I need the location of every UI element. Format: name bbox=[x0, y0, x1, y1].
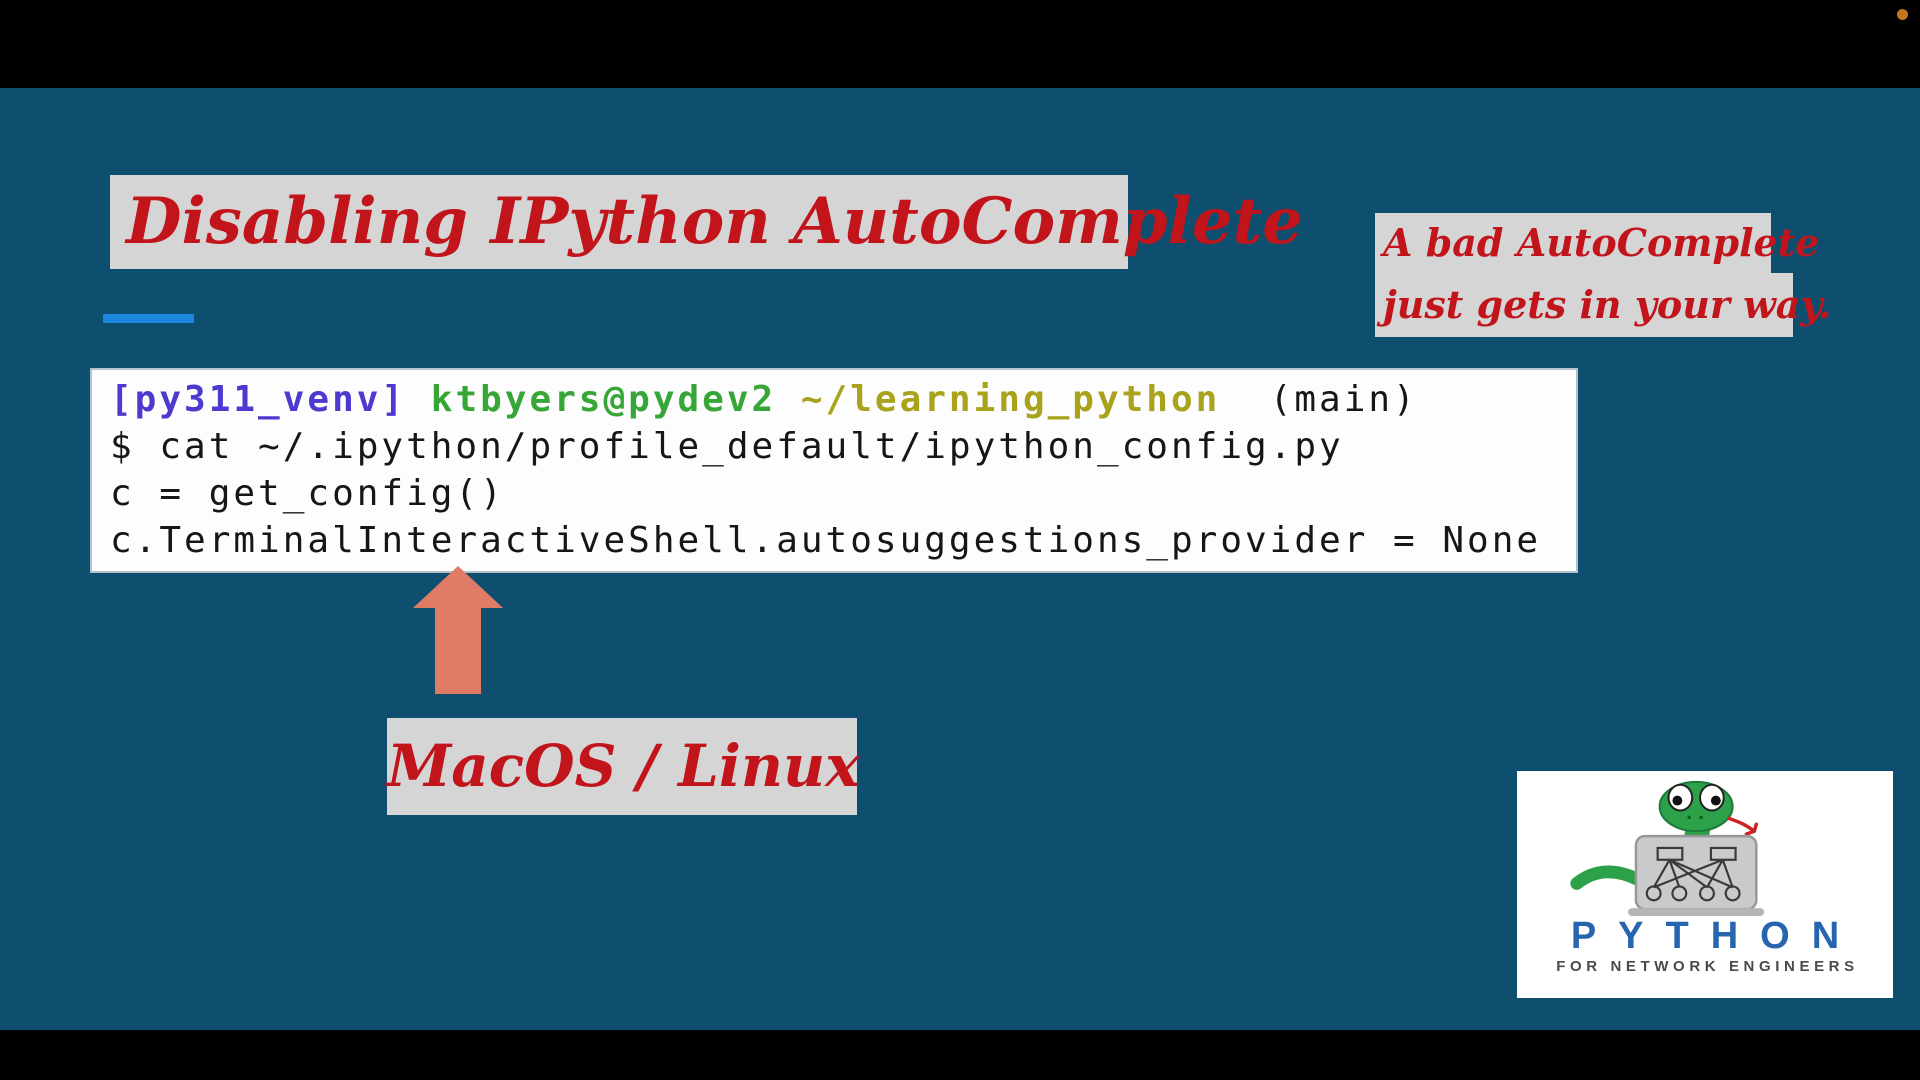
title-underline-dash bbox=[103, 314, 194, 323]
slide-title: Disabling IPython AutoComplete bbox=[126, 184, 1303, 259]
prompt-cwd: ~/learning_python bbox=[800, 379, 1221, 420]
python-snake-with-laptop-icon bbox=[1570, 780, 1765, 917]
platform-label-highlight: MacOS / Linux bbox=[387, 718, 860, 815]
platform-label: MacOS / Linux bbox=[387, 732, 860, 800]
side-note: A bad AutoComplete just gets in your way… bbox=[1375, 213, 1831, 337]
prompt-venv: [py311_venv] bbox=[110, 379, 431, 420]
logo-wordmark: PYTHON bbox=[1570, 915, 1862, 957]
terminal-snippet: [py311_venv] ktbyers@pydev2 ~/learning_p… bbox=[90, 368, 1578, 573]
terminal-output-line: c = get_config() bbox=[110, 473, 505, 514]
terminal-command-line: $ cat ~/.ipython/profile_default/ipython… bbox=[110, 426, 1344, 467]
brand-logo: PYTHON FOR NETWORK ENGINEERS bbox=[1517, 771, 1893, 998]
up-arrow-icon bbox=[413, 566, 503, 694]
prompt-git-branch: (main) bbox=[1220, 379, 1418, 420]
recording-indicator-icon bbox=[1897, 9, 1908, 20]
terminal-output-line: c.TerminalInteractiveShell.autosuggestio… bbox=[110, 520, 1542, 561]
slide-title-highlight: Disabling IPython AutoComplete bbox=[110, 175, 1303, 269]
side-note-line-2: just gets in your way. bbox=[1375, 273, 1831, 337]
side-note-line-1: A bad AutoComplete bbox=[1375, 213, 1819, 273]
terminal-prompt-line: [py311_venv] ktbyers@pydev2 ~/learning_p… bbox=[110, 376, 1576, 423]
logo-tagline: FOR NETWORK ENGINEERS bbox=[1556, 958, 1859, 975]
prompt-user-host: ktbyers@pydev2 bbox=[430, 379, 801, 420]
